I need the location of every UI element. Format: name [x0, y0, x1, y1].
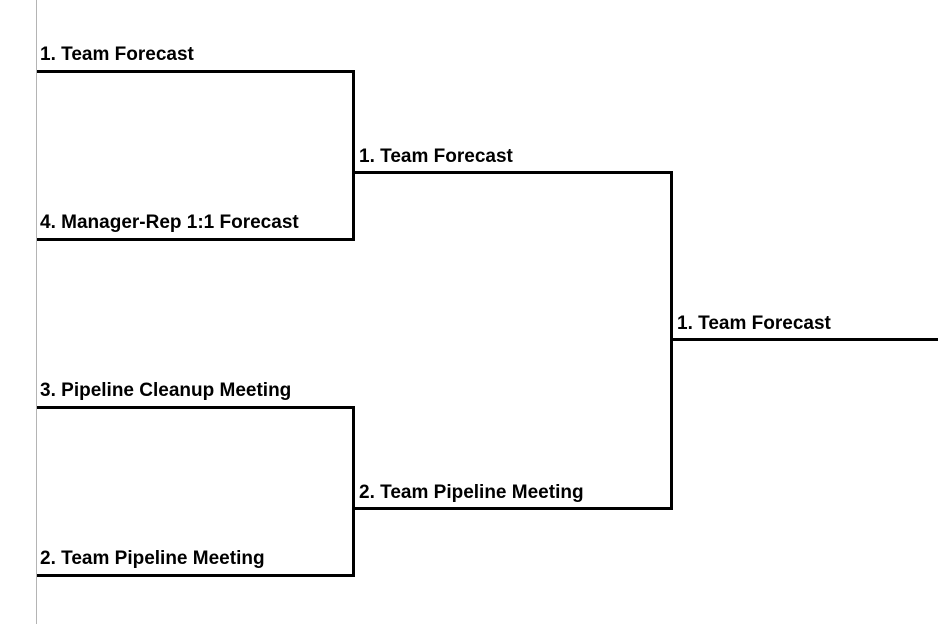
round1-line-2: [37, 238, 355, 241]
round1-line-4: [37, 574, 355, 577]
round1-connector-bottom: [352, 406, 355, 577]
team-name: Team Forecast: [698, 313, 831, 334]
seed: 1.: [677, 313, 693, 334]
seed: 3.: [40, 380, 56, 401]
final-entry: 1. Team Forecast: [677, 313, 831, 335]
round1-entry-3: 3. Pipeline Cleanup Meeting: [40, 380, 291, 402]
round1-entry-1: 1. Team Forecast: [40, 44, 194, 66]
team-name: Pipeline Cleanup Meeting: [61, 380, 292, 401]
seed: 4.: [40, 212, 56, 233]
sheet-gridline: [36, 0, 37, 624]
seed: 2.: [359, 482, 375, 503]
round2-entry-2: 2. Team Pipeline Meeting: [359, 482, 584, 504]
team-name: Manager-Rep 1:1 Forecast: [61, 212, 299, 233]
round1-entry-2: 4. Manager-Rep 1:1 Forecast: [40, 212, 299, 234]
seed: 2.: [40, 548, 56, 569]
seed: 1.: [359, 146, 375, 167]
round1-entry-4: 2. Team Pipeline Meeting: [40, 548, 265, 570]
round1-line-1: [37, 70, 355, 73]
team-name: Team Forecast: [61, 44, 194, 65]
round1-line-3: [37, 406, 355, 409]
final-line: [673, 338, 938, 341]
team-name: Team Forecast: [380, 146, 513, 167]
round1-connector-top: [352, 70, 355, 241]
team-name: Team Pipeline Meeting: [380, 482, 584, 503]
round2-line-1: [355, 171, 673, 174]
seed: 1.: [40, 44, 56, 65]
round2-connector: [670, 171, 673, 510]
team-name: Team Pipeline Meeting: [61, 548, 265, 569]
round2-line-2: [355, 507, 673, 510]
round2-entry-1: 1. Team Forecast: [359, 146, 513, 168]
